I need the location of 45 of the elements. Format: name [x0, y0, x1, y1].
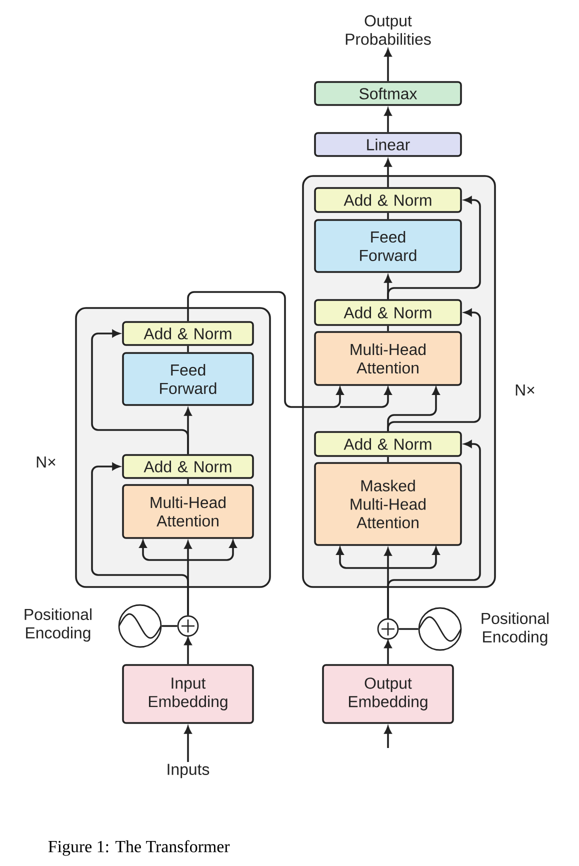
add-norm-box: Add & Norm [314, 431, 462, 457]
adder-symbol [177, 615, 199, 637]
sine-wave-symbol [118, 604, 162, 648]
attention-box: Masked Multi-Head Attention [314, 462, 462, 546]
caption: Figure 1: The Transformer [48, 840, 230, 856]
add-norm-box: Add & Norm [314, 299, 462, 326]
arrow [91, 330, 189, 454]
arrow [384, 159, 392, 188]
connector-line [187, 346, 189, 352]
repeat-label: N× [516, 384, 534, 396]
arrow [384, 640, 392, 664]
arrow [184, 637, 192, 664]
input-label: Inputs [168, 764, 210, 778]
arrow [91, 462, 189, 616]
add-norm-box: Add & Norm [122, 454, 254, 479]
attention-box: Multi-Head Attention [122, 484, 254, 539]
connector-line [387, 212, 389, 220]
connector-line [387, 456, 389, 462]
add-norm-box: Add & Norm [122, 321, 254, 346]
repeat-label: N× [36, 456, 56, 468]
adder-symbol [377, 618, 399, 640]
arrow [384, 726, 392, 748]
encoding-label: Positional Encoding [482, 612, 548, 646]
connector-line [187, 478, 189, 484]
feed-forward-box: Feed Forward [314, 219, 462, 273]
embedding-box: Input Embedding [122, 664, 254, 724]
connector-line [162, 625, 178, 627]
arrow [384, 108, 392, 132]
connector-line [398, 628, 418, 630]
output-label: Output Probabilities [346, 15, 431, 45]
arrow [184, 726, 192, 762]
arrow [187, 291, 392, 408]
arrow [387, 196, 481, 300]
arrow [387, 308, 481, 432]
encoding-label: Positional Encoding [24, 608, 92, 642]
add-norm-box: Add & Norm [314, 187, 462, 213]
connector-line [387, 326, 389, 332]
arrow [387, 440, 481, 618]
feed-forward-box: Feed Forward [122, 352, 254, 406]
embedding-box: Output Embedding [322, 664, 454, 724]
softmax-box: Softmax [314, 81, 462, 106]
attention-box: Multi-Head Attention [314, 331, 462, 386]
sine-wave-symbol [418, 607, 462, 651]
arrow [384, 49, 392, 82]
linear-box: Linear [314, 132, 462, 157]
